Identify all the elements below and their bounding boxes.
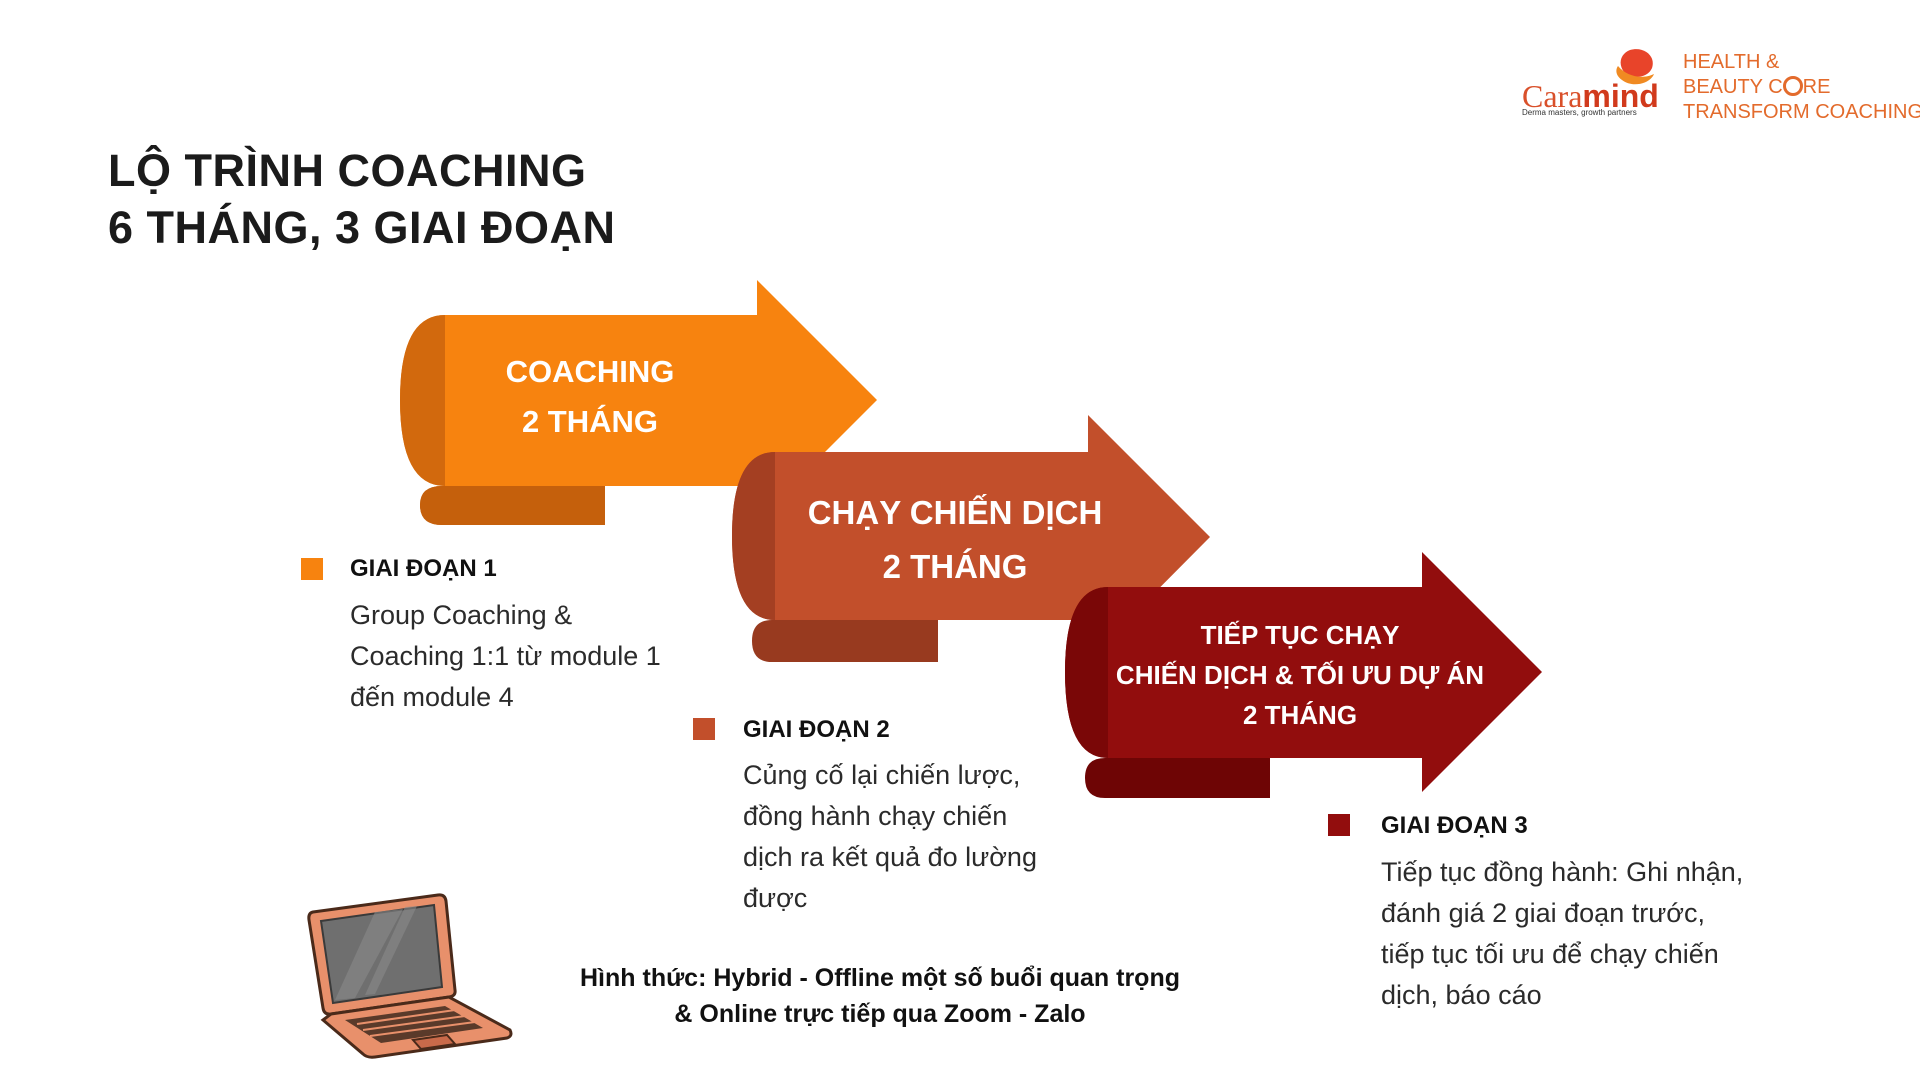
phase-1-marker [301, 558, 323, 580]
laptop-icon [307, 893, 513, 1059]
logo-line-3: TRANSFORM COACHING [1683, 101, 1920, 123]
arrow-1-label: COACHING 2 THÁNG [505, 354, 675, 439]
caramind-logo: Caramind [1522, 78, 1659, 114]
phase-2-title: GIAI ĐOẠN 2 [743, 716, 890, 743]
arrow-2-label: CHẠY CHIẾN DỊCH 2 THÁNG [807, 494, 1103, 585]
delivery-format-note: Hình thức: Hybrid - Offline một số buổi … [530, 960, 1230, 1032]
footer-line-1: Hình thức: Hybrid - Offline một số buổi … [580, 964, 1180, 992]
phase-3-title: GIAI ĐOẠN 3 [1381, 812, 1528, 839]
arrow-step-3 [1065, 552, 1542, 798]
phase-3-description: Tiếp tục đồng hành: Ghi nhận, đánh giá 2… [1381, 857, 1744, 1010]
phase-2-marker [693, 718, 715, 740]
footer-line-2: & Online trực tiếp qua Zoom - Zalo [674, 1000, 1086, 1028]
title-line-2: 6 THÁNG, 3 GIAI ĐOẠN [108, 202, 616, 253]
page-title: LỘ TRÌNH COACHING 6 THÁNG, 3 GIAI ĐOẠN [108, 142, 616, 256]
caramind-tagline: Derma masters, growth partners [1522, 108, 1637, 117]
phase-2-description: Củng cố lại chiến lược, đồng hành chạy c… [743, 760, 1037, 913]
logo-line-1: HEALTH & [1683, 51, 1780, 73]
phase-1-description: Group Coaching & Coaching 1:1 từ module … [350, 600, 661, 712]
phase-1-title: GIAI ĐOẠN 1 [350, 555, 497, 582]
phase-3-marker [1328, 814, 1350, 836]
target-ring-icon [1782, 76, 1803, 96]
title-line-1: LỘ TRÌNH COACHING [108, 145, 587, 196]
caramind-logo-icon [1616, 49, 1654, 85]
arrow-3-label: TIẾP TỤC CHẠY CHIẾN DỊCH & TỐI ƯU DỰ ÁN … [1115, 620, 1485, 730]
